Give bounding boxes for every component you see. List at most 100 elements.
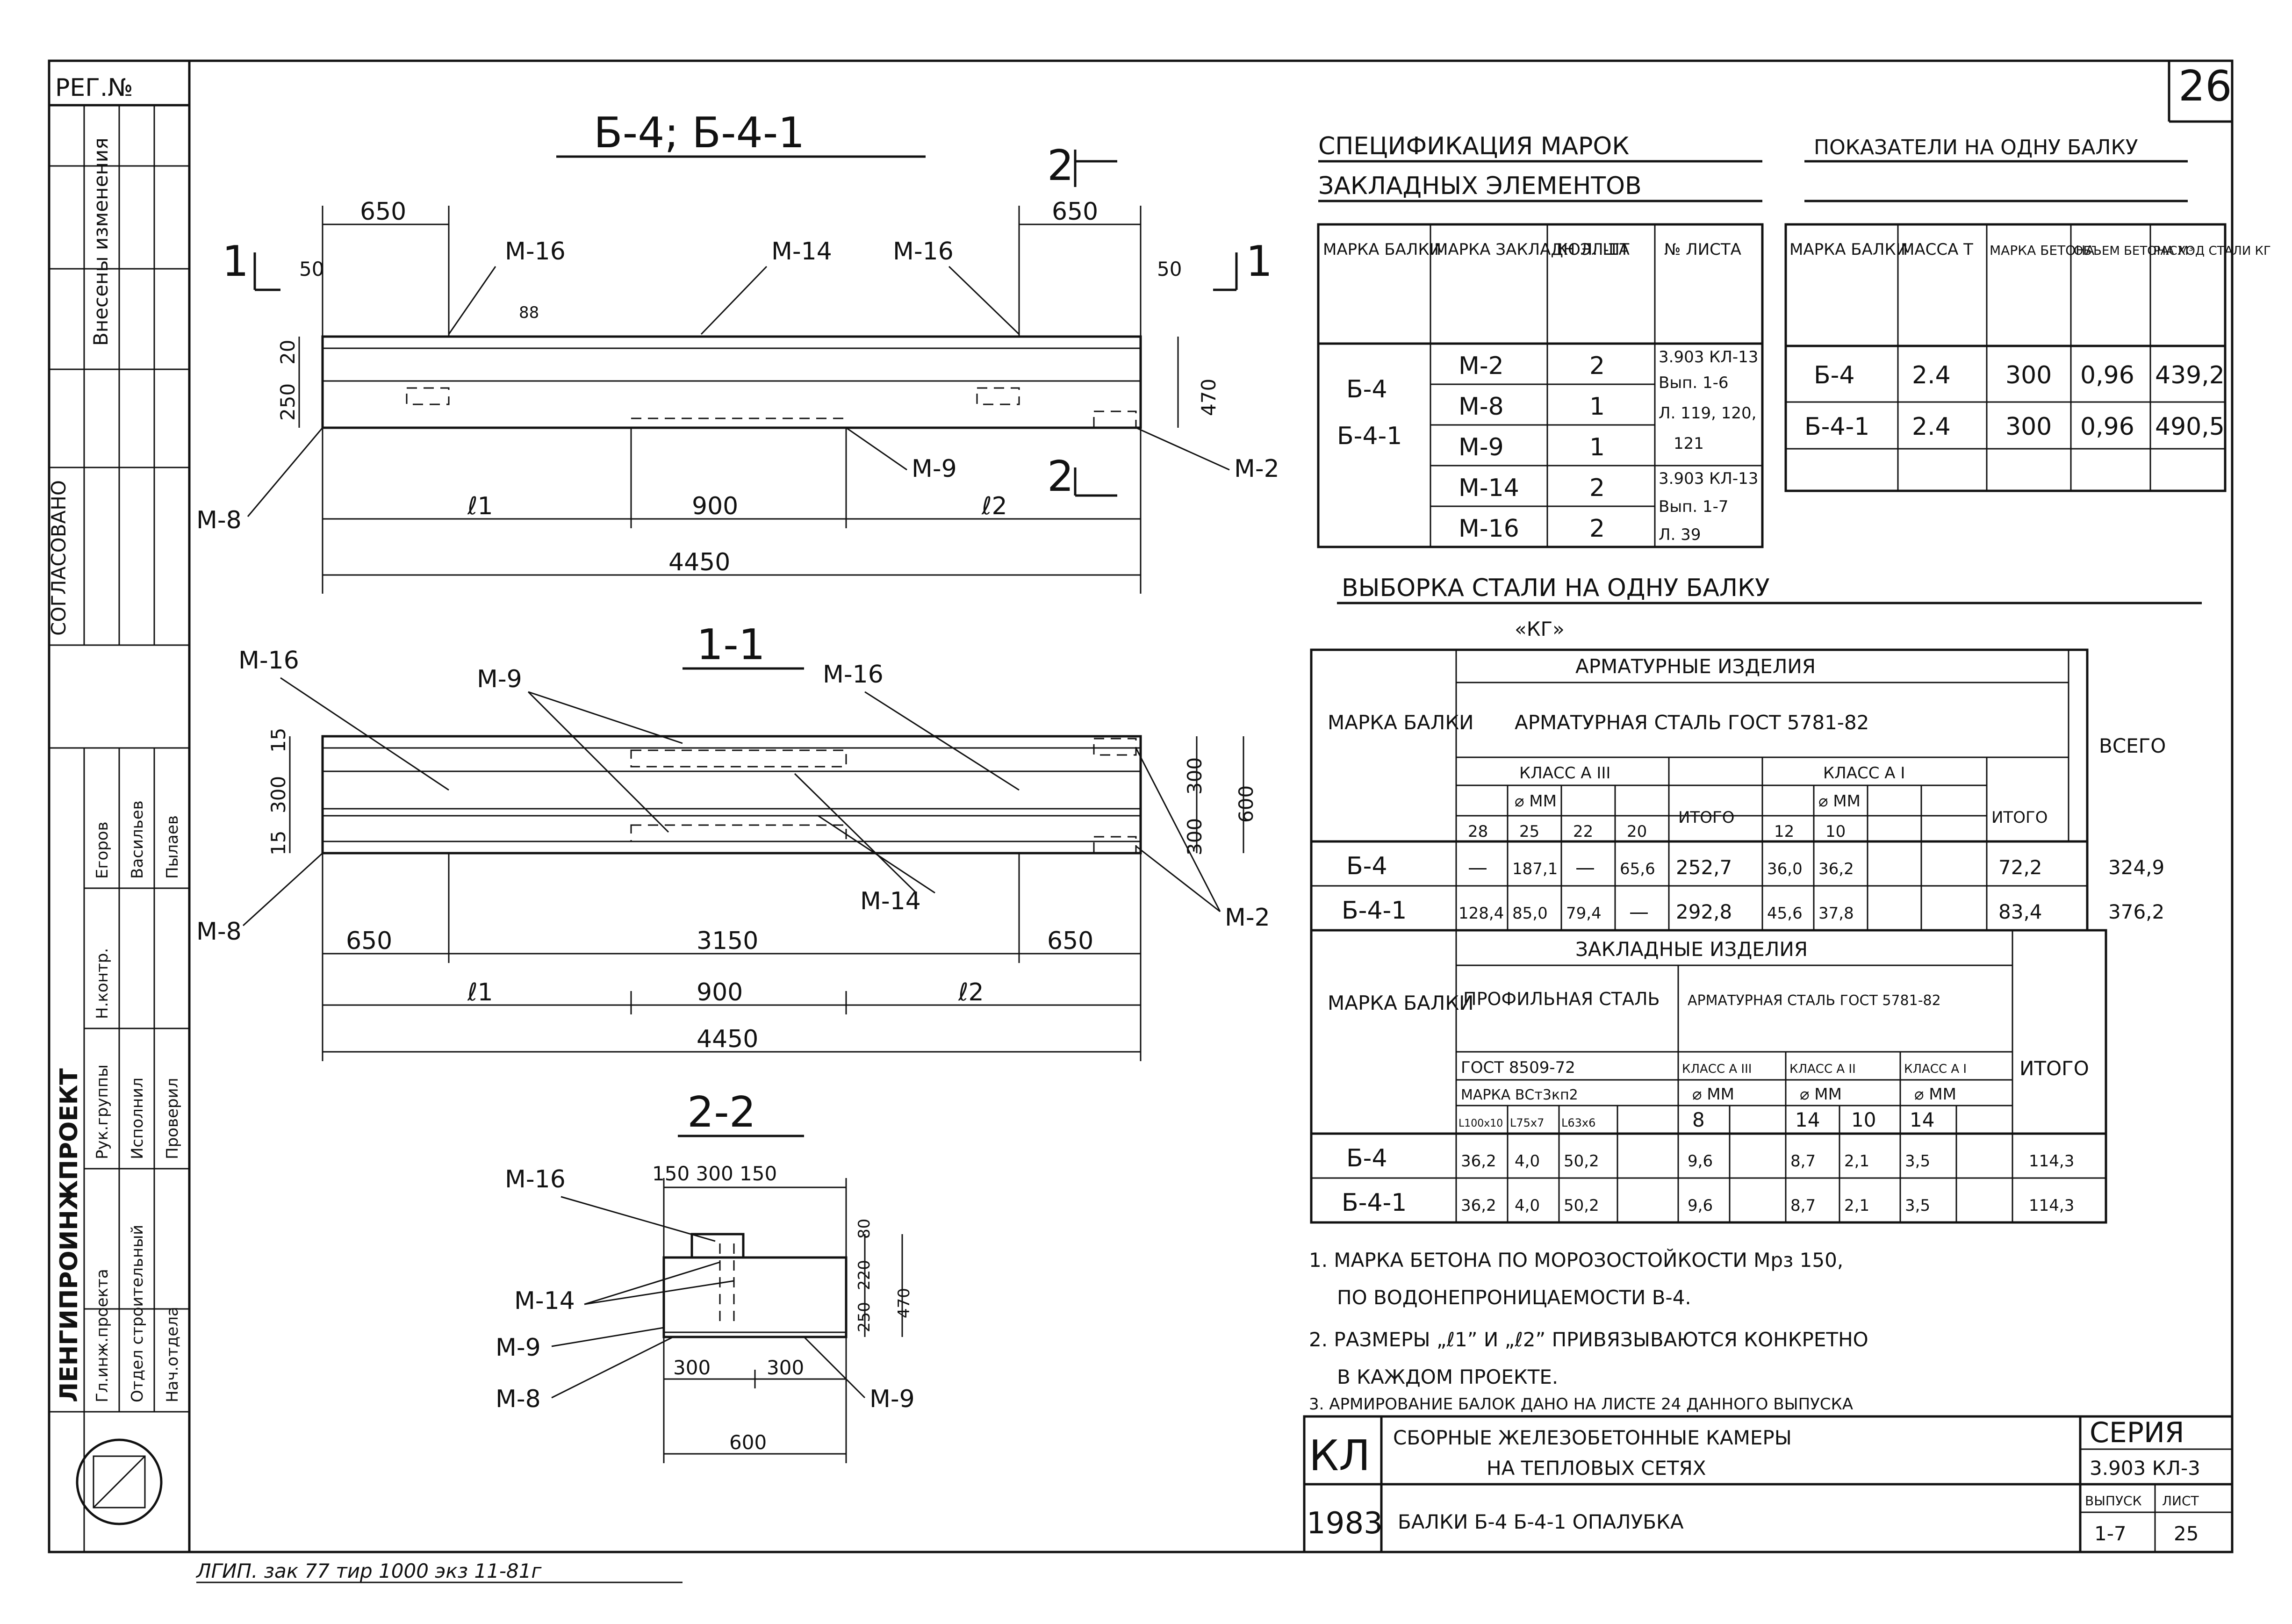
emb-h-profile: ПРОФИЛЬНАЯ СТАЛЬ (1463, 989, 1660, 1009)
sec-dim-l2: ℓ2 (958, 978, 984, 1006)
role-5: Гл.инж.проекта (93, 1269, 112, 1402)
dim-50-right: 50 (1157, 258, 1182, 280)
spec-title-2: ЗАКЛАДНЫХ ЭЛЕМЕНТОВ (1318, 172, 1642, 200)
steel-unit: «КГ» (1515, 618, 1565, 640)
steel-r2-c2: 85,0 (1512, 904, 1548, 923)
sec-dim-300-bottom: 300 (1183, 818, 1206, 855)
sec-dim-300-left: 300 (267, 776, 290, 813)
spec-title-1: СПЕЦИФИКАЦИЯ МАРОК (1318, 132, 1629, 160)
ind-h-volume: ОБЪЕМ БЕТОНА М³ (2074, 244, 2193, 258)
spec-h-mark: МАРКА ЗАКЛАДН ЭЛ-ТА (1434, 240, 1630, 259)
s22-dim-300-right: 300 (767, 1356, 804, 1379)
cut-mark-1-left: 1 (222, 237, 249, 286)
steel-r2-beam: Б-4-1 (1342, 897, 1407, 925)
steel-r1-total: 324,9 (2108, 856, 2164, 879)
steel-r1-c4: 65,6 (1620, 860, 1655, 878)
spec-beam-b41: Б-4-1 (1337, 422, 1402, 450)
s22-label-m14: М-14 (514, 1287, 575, 1315)
steel-r1-c7: 36,2 (1818, 860, 1854, 878)
note-1b: ПО ВОДОНЕПРОНИЦАЕМОСТИ В-4. (1337, 1286, 1691, 1309)
ind-r2-beam: Б-4-1 (1804, 413, 1869, 441)
steel-h-itogo3: ИТОГО (1678, 808, 1734, 827)
sec-dim-300-top: 300 (1183, 757, 1206, 795)
sec-dim-650-right: 650 (1047, 927, 1093, 955)
role-2: Рук.группы (93, 1064, 112, 1159)
note-3: 3. АРМИРОВАНИЕ БАЛОК ДАНО НА ЛИСТЕ 24 ДА… (1309, 1395, 1853, 1414)
tb-sheet: 25 (2174, 1522, 2199, 1545)
emb-prof-1: L100x10 (1459, 1118, 1503, 1129)
cut-mark-2-bottom: 2 (1047, 452, 1074, 501)
emb-dia-8: 8 (1692, 1108, 1705, 1131)
s22-dim-top: 150 300 150 (652, 1162, 777, 1185)
emb-r2-c8: 2,1 (1844, 1196, 1869, 1215)
steel-h-itogo1: ИТОГО (1991, 808, 2048, 827)
steel-r1-c1: — (1468, 856, 1487, 879)
indicators-title: ПОКАЗАТЕЛИ НА ОДНУ БАЛКУ (1814, 136, 2138, 159)
embedded-table: ЗАКЛАДНЫЕ ИЗДЕЛИЯ МАРКА БАЛКИ ПРОФИЛЬНАЯ… (1310, 929, 2107, 1224)
emb-r1-c1: 36,2 (1461, 1152, 1496, 1171)
spec-table: СПЕЦИФИКАЦИЯ МАРОК ЗАКЛАДНЫХ ЭЛЕМЕНТОВ М… (1317, 132, 1764, 548)
s22-label-m9-right: М-9 (869, 1385, 915, 1413)
ind-r2-steel: 490,5 (2155, 413, 2225, 441)
steel-r2-c1: 128,4 (1459, 904, 1504, 923)
sec-label-m8: М-8 (196, 918, 242, 946)
steel-dia-20: 20 (1627, 822, 1647, 841)
sheet-number: 26 (2178, 62, 2232, 111)
emb-h-products: ЗАКЛАДНЫЕ ИЗДЕЛИЯ (1575, 938, 1808, 961)
steel-h-total: ВСЕГО (2099, 734, 2166, 757)
title-block: КЛ 1983 СБОРНЫЕ ЖЕЛЕЗОБЕТОННЫЕ КАМЕРЫ НА… (1303, 1415, 2234, 1553)
emb-h-c1: КЛАСС А I (1904, 1062, 1967, 1076)
cut-mark-2-top: 2 (1047, 141, 1074, 190)
spec-mark-4: М-14 (1459, 474, 1519, 502)
section-2-2-title: 2-2 (687, 1088, 756, 1137)
sec-dim-900: 900 (697, 978, 743, 1006)
ind-h-grade: МАРКА БЕТОНА (1990, 243, 2094, 258)
sec-dim-4450: 4450 (697, 1025, 758, 1053)
emb-h-c2: КЛАСС А II (1789, 1062, 1856, 1076)
steel-r1-c6: 36,0 (1767, 860, 1803, 878)
cut-mark-1-right: 1 (1246, 237, 1272, 286)
spec-ref1-3: 121 (1674, 434, 1704, 453)
emb-r1-beam: Б-4 (1346, 1144, 1387, 1172)
dim-470: 470 (1197, 379, 1220, 416)
emb-h-dia2: ⌀ ММ (1800, 1085, 1842, 1104)
steel-h-dia1: ⌀ ММ (1818, 792, 1861, 811)
sheet-frame (188, 59, 2234, 1553)
spec-h-sheet: № ЛИСТА (1664, 240, 1741, 259)
section-1-1-title: 1-1 (697, 620, 765, 669)
spec-mark-2: М-8 (1459, 393, 1504, 421)
tb-sheet-label: ЛИСТ (2162, 1493, 2199, 1509)
tb-issue-label: ВЫПУСК (2085, 1493, 2142, 1509)
emb-prof-2: L75x7 (1510, 1116, 1544, 1129)
ind-r2-volume: 0,96 (2080, 413, 2134, 441)
tb-desc-2: НА ТЕПЛОВЫХ СЕТЯХ (1487, 1457, 1706, 1480)
label-m9: М-9 (912, 455, 957, 483)
dim-50-left: 50 (299, 258, 324, 280)
role-6: Отдел строительный (128, 1225, 147, 1402)
sec-label-m16-right: М-16 (823, 661, 884, 689)
emb-r1-c3: 50,2 (1564, 1152, 1599, 1171)
label-m8: М-8 (196, 506, 242, 534)
role-4: Проверил (163, 1078, 182, 1159)
emb-r1-c9: 3,5 (1905, 1152, 1930, 1171)
dim-88: 88 (519, 303, 539, 322)
changes-label: Внесены изменения (89, 138, 112, 346)
ind-r1-mass: 2.4 (1912, 361, 1951, 389)
spec-ref1-2: Л. 119, 120, (1659, 404, 1756, 423)
steel-h-class1: КЛАСС А I (1823, 764, 1905, 783)
tb-series-label: СЕРИЯ (2090, 1416, 2184, 1449)
dim-650-left: 650 (360, 198, 406, 226)
steel-r1-beam: Б-4 (1346, 852, 1387, 880)
indicators-table: ПОКАЗАТЕЛИ НА ОДНУ БАЛКУ МАРКА БАЛКИ МАС… (1784, 136, 2271, 492)
emb-h-itogo: ИТОГО (2019, 1057, 2089, 1080)
emb-h-dia3: ⌀ ММ (1692, 1085, 1734, 1104)
section-22-outline (662, 1256, 848, 1338)
steel-r1-itogo: 72,2 (1998, 856, 2042, 879)
emb-r1-c5: 9,6 (1688, 1152, 1713, 1171)
emb-h-grade: МАРКА ВСт3кп2 (1461, 1087, 1578, 1103)
emb-h-steel: АРМАТУРНАЯ СТАЛЬ ГОСТ 5781-82 (1688, 992, 1941, 1009)
main-title: Б-4; Б-4-1 (594, 108, 805, 158)
emb-r1-c8: 2,1 (1844, 1152, 1869, 1171)
dim-900: 900 (692, 492, 738, 520)
org-logo (76, 1438, 163, 1525)
